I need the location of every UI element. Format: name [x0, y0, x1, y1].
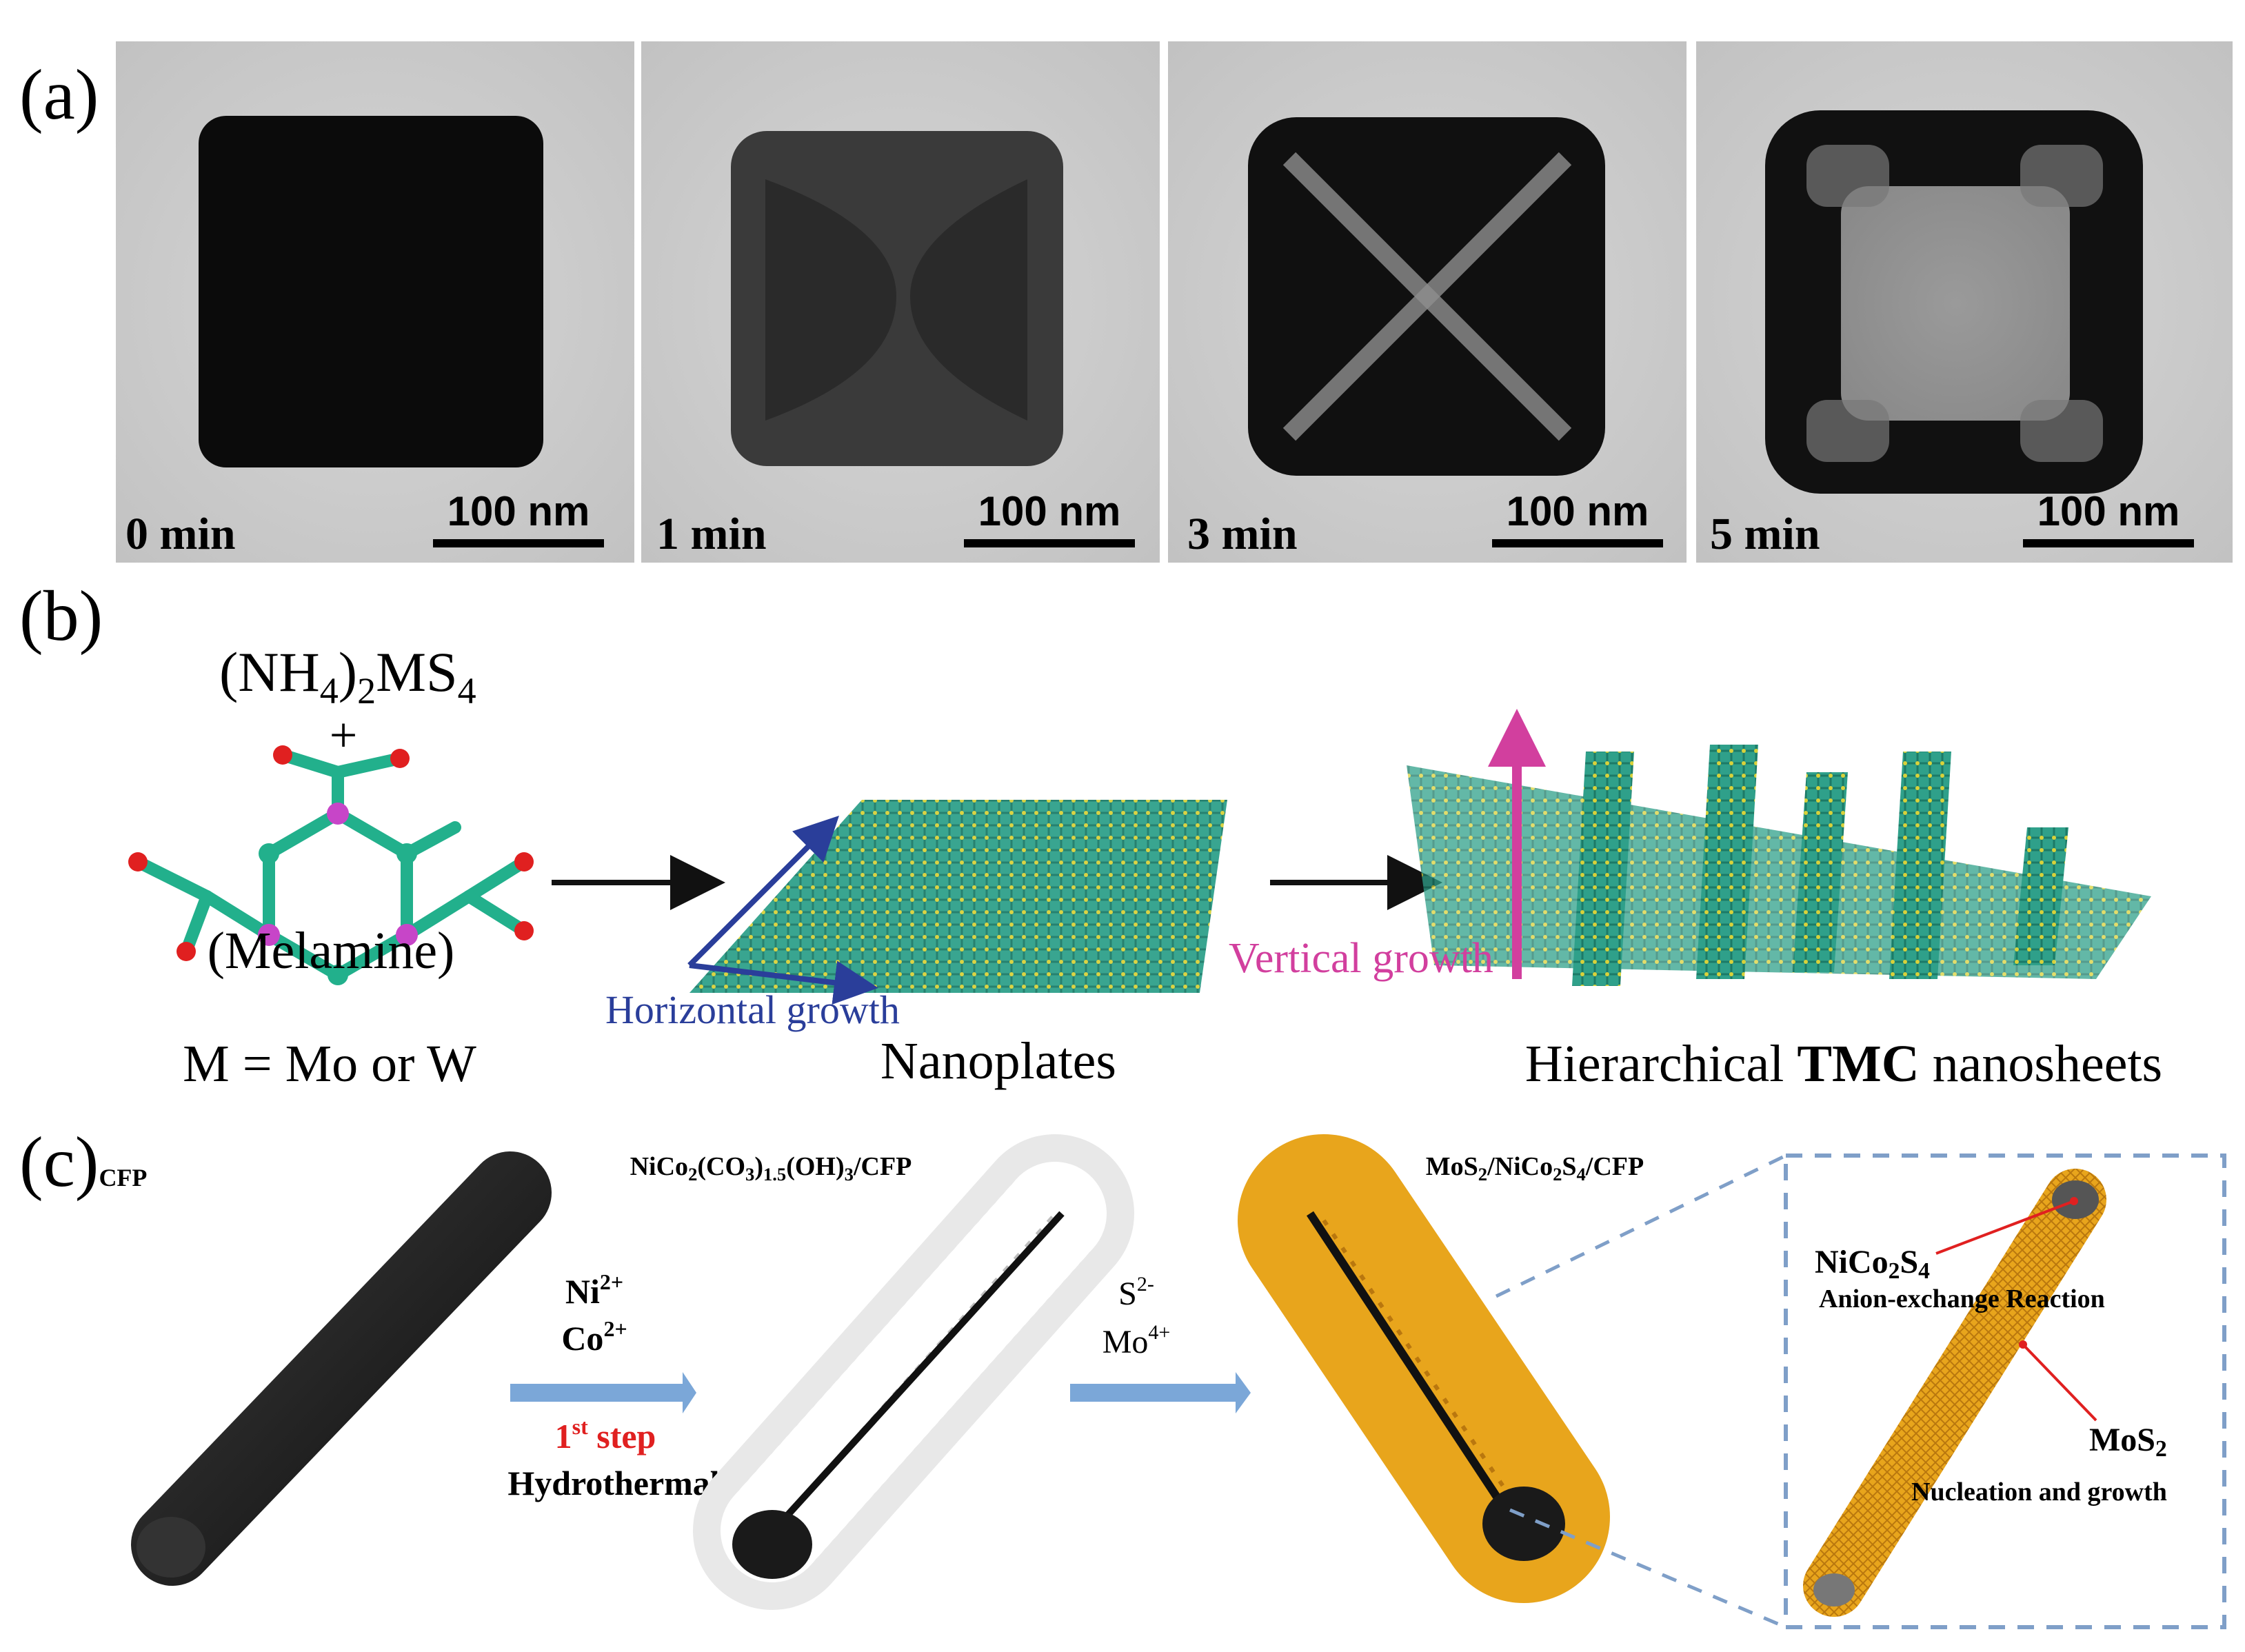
step2-product-label: MoS2/NiCo2S4/CFP [1426, 1152, 1644, 1185]
process-arrow-2-head [1236, 1372, 1251, 1413]
tem-time-label: 0 min [125, 509, 236, 559]
nucleation-label: Nucleation and growth [1911, 1478, 2167, 1507]
scale-bar-label: 100 nm [1507, 488, 1649, 534]
nico2s4-label: NiCo2S4 [1815, 1244, 1930, 1284]
step1-rod [693, 1134, 1134, 1610]
horizontal-growth-label: Horizontal growth [605, 987, 900, 1032]
ion-s: S2- [1118, 1273, 1154, 1312]
tem-time-label: 3 min [1187, 509, 1298, 559]
cfp-rod [131, 1151, 552, 1586]
ion-co: Co2+ [561, 1316, 627, 1358]
scale-bar-label: 100 nm [447, 488, 590, 534]
ion-ni: Ni2+ [565, 1269, 623, 1311]
hierarchical-tmc-label: Hierarchical TMC nanosheets [1525, 1035, 2162, 1093]
vertical-growth-label: Vertical growth [1229, 935, 1493, 982]
hydrothermal-label: Hydrothermal [507, 1464, 719, 1502]
mos2-label: MoS2 [2089, 1422, 2167, 1462]
panel-a-label: (a) [19, 55, 99, 134]
tem-frame-3: 5 min 100 nm [1696, 41, 2233, 563]
horizontal-growth-arrow [687, 816, 839, 967]
precursor-formula: (NH4)2MS4 [219, 641, 476, 712]
panel-b-label: (b) [19, 576, 103, 656]
horizontal-growth-arrow [689, 960, 878, 1005]
scale-bar [433, 539, 604, 547]
step1-product-label: NiCo2(CO3)1.5(OH)3/CFP [630, 1152, 912, 1185]
pointer-nico2s4 [1935, 1200, 2075, 1255]
pointer-mos2 [2022, 1343, 2097, 1422]
scale-bar [2023, 539, 2194, 547]
tem-frame-0: 0 min 100 nm [116, 41, 634, 563]
process-arrow-1-head [683, 1372, 696, 1413]
tem-frame-2: 3 min 100 nm [1168, 41, 1687, 563]
scale-bar-label: 100 nm [2037, 488, 2180, 534]
melamine-label: (Melamine) [208, 922, 455, 980]
tem-time-label: 5 min [1710, 509, 1820, 559]
scale-bar [1492, 539, 1663, 547]
ion-mo: Mo4+ [1103, 1321, 1171, 1360]
zoom-box [1784, 1154, 2226, 1629]
plus-sign: + [330, 707, 358, 763]
tem-frame-1: 1 min 100 nm [641, 41, 1160, 563]
metal-definition: M = Mo or W [183, 1035, 476, 1093]
scale-bar-label: 100 nm [978, 488, 1121, 534]
nanoplate-sheet [689, 800, 1227, 993]
anion-exchange-label: Anion-exchange Reaction [1819, 1285, 2105, 1313]
zoom-line [1509, 1508, 1786, 1629]
tem-time-label: 1 min [656, 509, 767, 559]
first-step-label: 1st step [555, 1414, 656, 1455]
scale-bar [964, 539, 1135, 547]
hierarchical-nanosheets [1407, 745, 2151, 986]
step2-rod [1238, 1134, 1610, 1603]
melamine-atoms [128, 745, 534, 985]
nanoplates-label: Nanoplates [880, 1032, 1116, 1090]
panel-c-label: (c)CFP [19, 1122, 147, 1202]
